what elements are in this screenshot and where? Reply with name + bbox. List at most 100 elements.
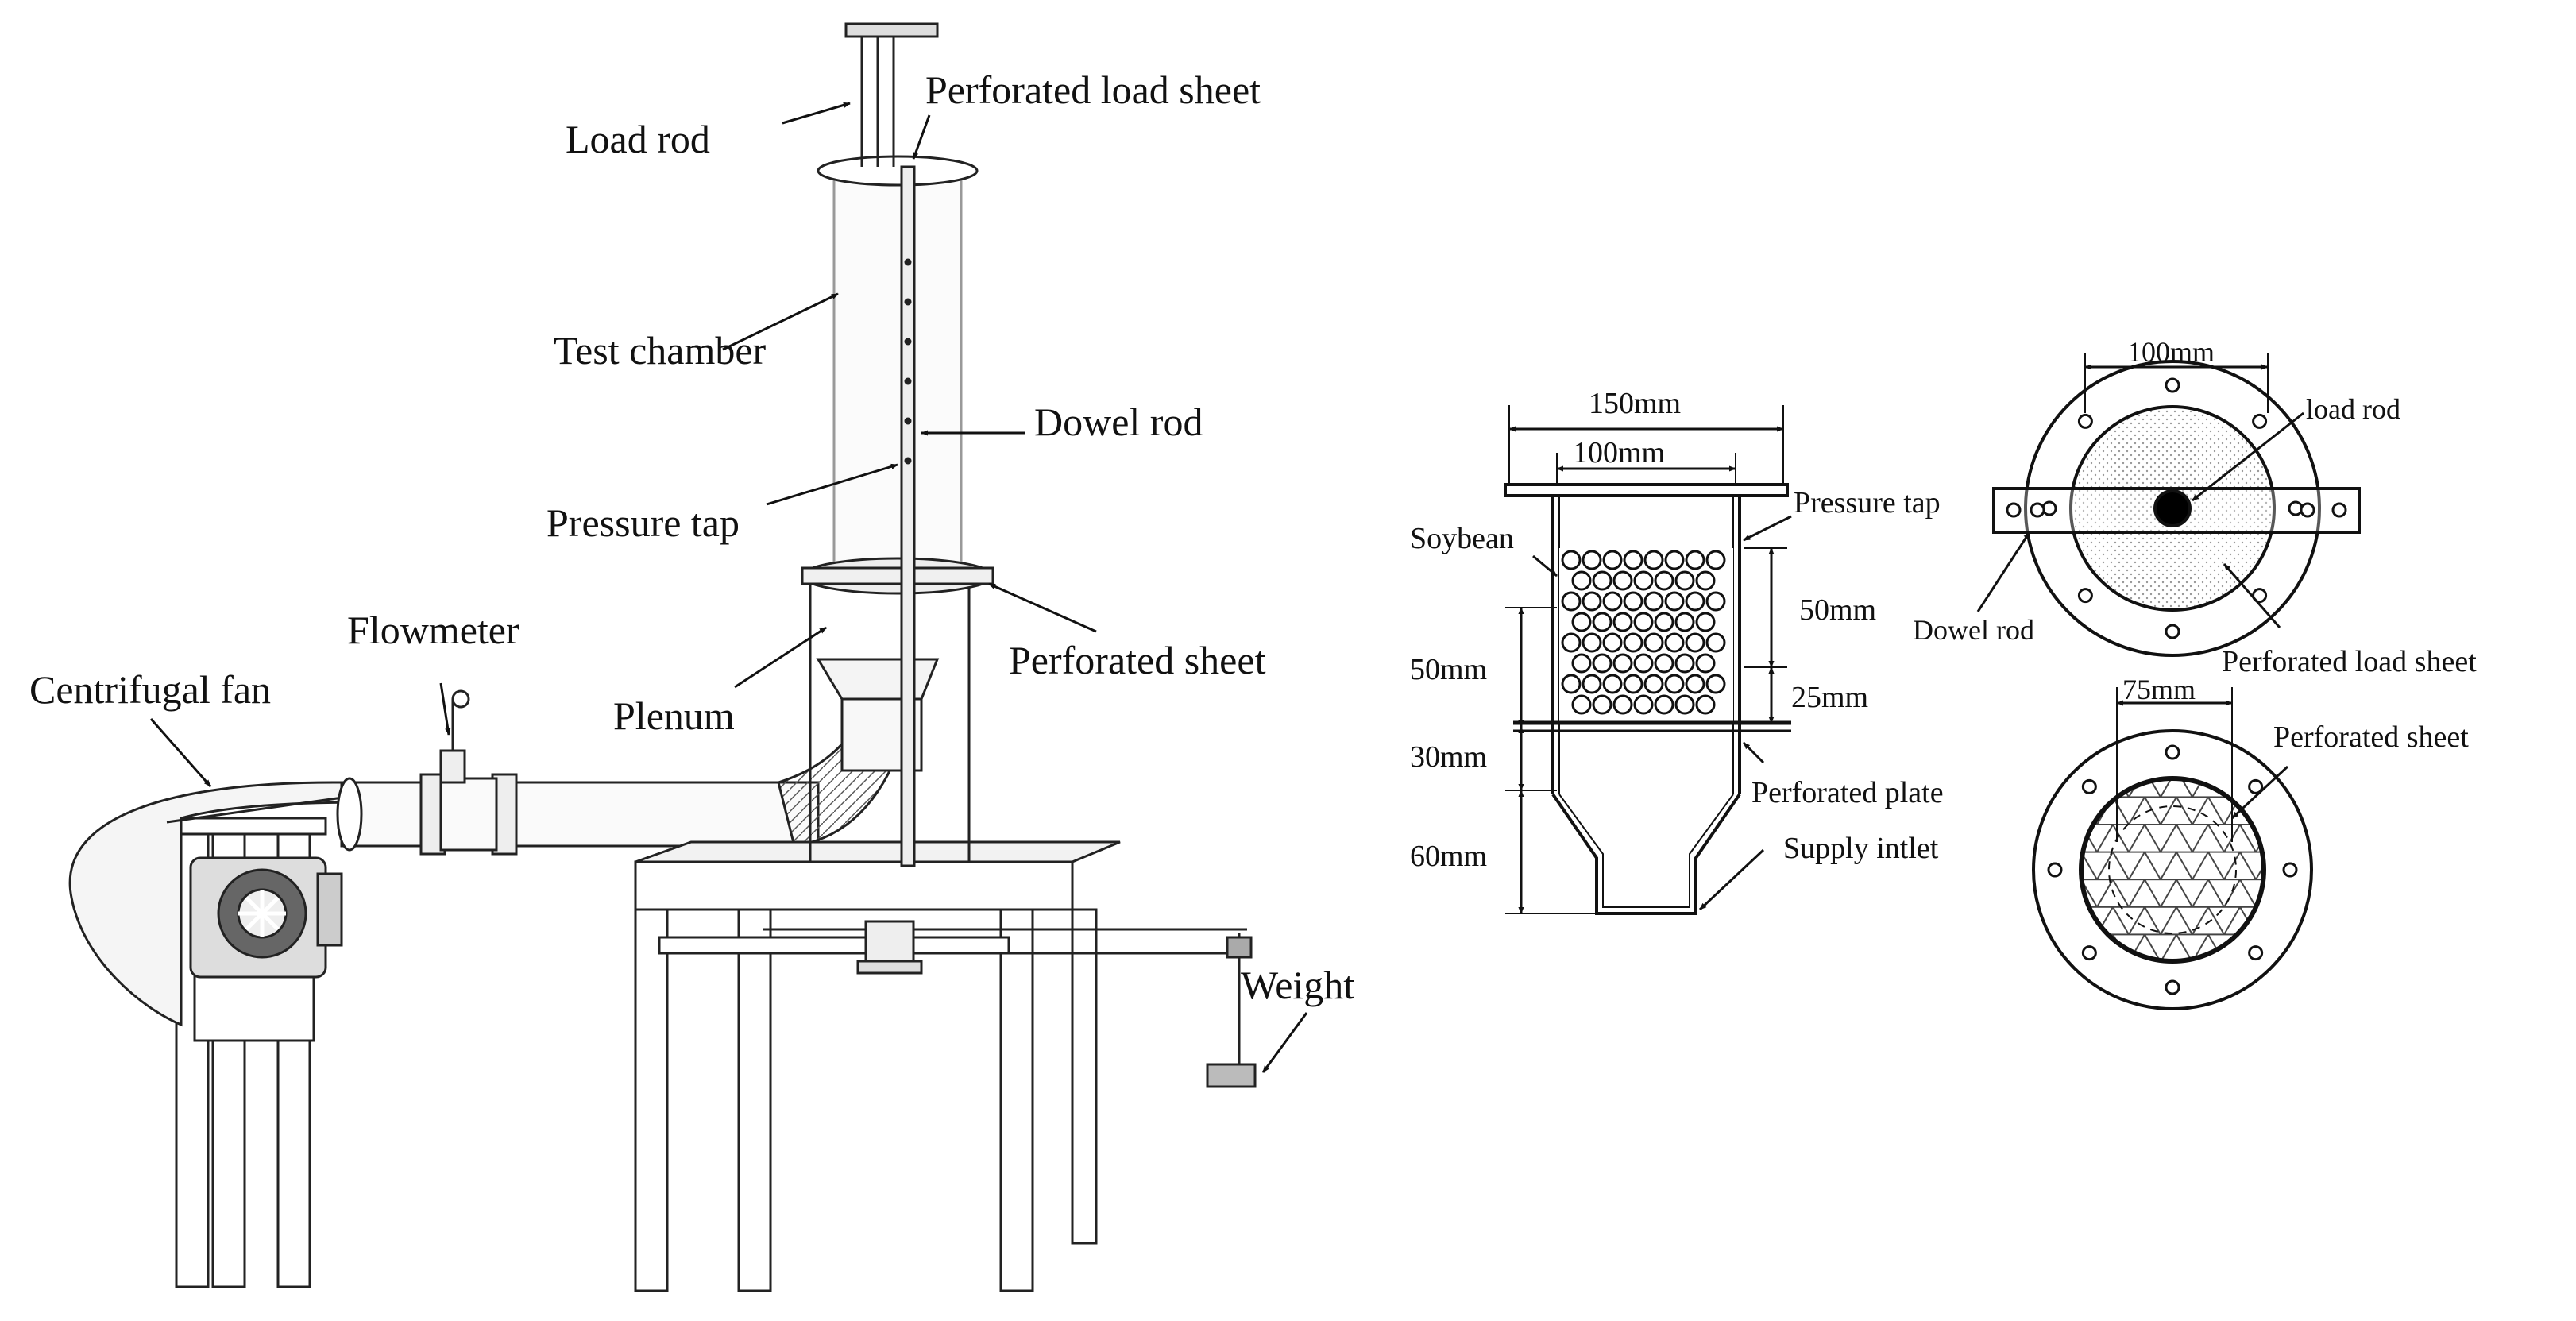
bolt-hole (2030, 502, 2045, 518)
dim-150mm: 150mm (1589, 387, 1681, 420)
soybean (1705, 591, 1726, 612)
soybean (1623, 632, 1643, 653)
bolt-hole (2248, 778, 2264, 794)
soybean (1654, 570, 1674, 591)
soybean (1633, 694, 1654, 715)
fan-housing (68, 781, 367, 1027)
soybean (1695, 694, 1716, 715)
bolt-hole (2047, 862, 2063, 878)
bolt-hole (2331, 502, 2347, 518)
soybean (1561, 632, 1582, 653)
dim-75mm: 75mm (2122, 674, 2196, 705)
soybean (1674, 653, 1695, 674)
test-chamber (801, 155, 994, 595)
dowel-rod (900, 165, 916, 867)
soybean (1695, 653, 1716, 674)
soybean (1685, 550, 1705, 570)
bolt-hole (2165, 624, 2180, 639)
label-test-chamber: Test chamber (554, 328, 767, 373)
bolt-hole (2252, 413, 2268, 429)
soybean (1685, 674, 1705, 694)
soybean (1602, 591, 1623, 612)
soybean (1582, 591, 1602, 612)
label-load-rod: Load rod (566, 117, 710, 161)
bolt-hole (2165, 979, 2180, 995)
soybean (1674, 694, 1695, 715)
soybean (1582, 632, 1602, 653)
dim-25mm: 25mm (1791, 681, 1868, 714)
label-perforated-plate: Perforated plate (1751, 776, 1944, 809)
bolt-hole (2077, 588, 2093, 604)
soybean (1643, 632, 1664, 653)
soybean (1654, 653, 1674, 674)
bolt-holes-bottom (2047, 744, 2298, 995)
soybean-particles (1561, 550, 1726, 715)
perforated-sheet-plan-view (2032, 729, 2313, 1010)
label-flowmeter: Flowmeter (347, 608, 519, 652)
soybean (1664, 674, 1685, 694)
label-perforated-load-sheet-top: Perforated load sheet (2222, 645, 2477, 678)
dim-30mm: 30mm (1410, 740, 1487, 774)
air-duct (336, 689, 820, 856)
label-plenum: Plenum (613, 693, 735, 738)
soybean (1685, 632, 1705, 653)
soybean (1654, 694, 1674, 715)
bolt-hole (2165, 377, 2180, 393)
soybean (1592, 612, 1612, 632)
soybean (1623, 674, 1643, 694)
label-pressure-tap-section: Pressure tap (1794, 486, 1941, 520)
soybean (1685, 591, 1705, 612)
soybean (1623, 591, 1643, 612)
soybean (1602, 674, 1623, 694)
fan-motor (189, 856, 343, 979)
soybean (1705, 674, 1726, 694)
soybean (1612, 570, 1633, 591)
label-dowel-rod-top: Dowel rod (1913, 614, 2034, 646)
soybean (1561, 591, 1582, 612)
soybean (1664, 591, 1685, 612)
soybean (1602, 632, 1623, 653)
soybean (1561, 674, 1582, 694)
load-rod (844, 22, 939, 167)
soybean (1664, 632, 1685, 653)
label-perforated-sheet-bottom: Perforated sheet (2273, 720, 2469, 754)
bottom-view-dimensions (2116, 687, 2289, 842)
soybean (1654, 612, 1674, 632)
soybean (1695, 612, 1716, 632)
soybean (1643, 591, 1664, 612)
bolt-hole (2006, 502, 2022, 518)
soybean (1705, 632, 1726, 653)
apparatus-3d-view (68, 22, 1257, 1292)
soybean (1643, 674, 1664, 694)
bolt-hole (2077, 413, 2093, 429)
soybean (1571, 612, 1592, 632)
soybean (1582, 550, 1602, 570)
label-load-rod-top: load rod (2306, 393, 2400, 425)
soybean (1571, 694, 1592, 715)
bolt-hole (2288, 500, 2304, 516)
weight (1206, 933, 1257, 1088)
dim-100mm-section: 100mm (1573, 436, 1665, 469)
soybean (1664, 550, 1685, 570)
soybean (1612, 694, 1633, 715)
bolt-hole (2282, 862, 2298, 878)
support-table (634, 840, 1247, 1292)
dim-100mm-top: 100mm (2127, 336, 2215, 368)
soybean (1695, 570, 1716, 591)
soybean (1592, 570, 1612, 591)
bolt-hole (2165, 744, 2180, 760)
soybean (1705, 550, 1726, 570)
left-annotations (149, 102, 1308, 1073)
dim-50mm-left: 50mm (1410, 653, 1487, 686)
soybean (1633, 612, 1654, 632)
bolt-hole (2248, 945, 2264, 961)
label-dowel-rod: Dowel rod (1034, 400, 1203, 444)
label-perforated-sheet: Perforated sheet (1009, 638, 1266, 682)
soybean (1612, 612, 1633, 632)
label-perforated-load-sheet: Perforated load sheet (925, 68, 1261, 112)
soybean (1571, 653, 1592, 674)
bolt-holes-top (2006, 377, 2347, 639)
label-soybean: Soybean (1410, 522, 1514, 555)
soybean (1674, 612, 1695, 632)
soybean (1643, 550, 1664, 570)
